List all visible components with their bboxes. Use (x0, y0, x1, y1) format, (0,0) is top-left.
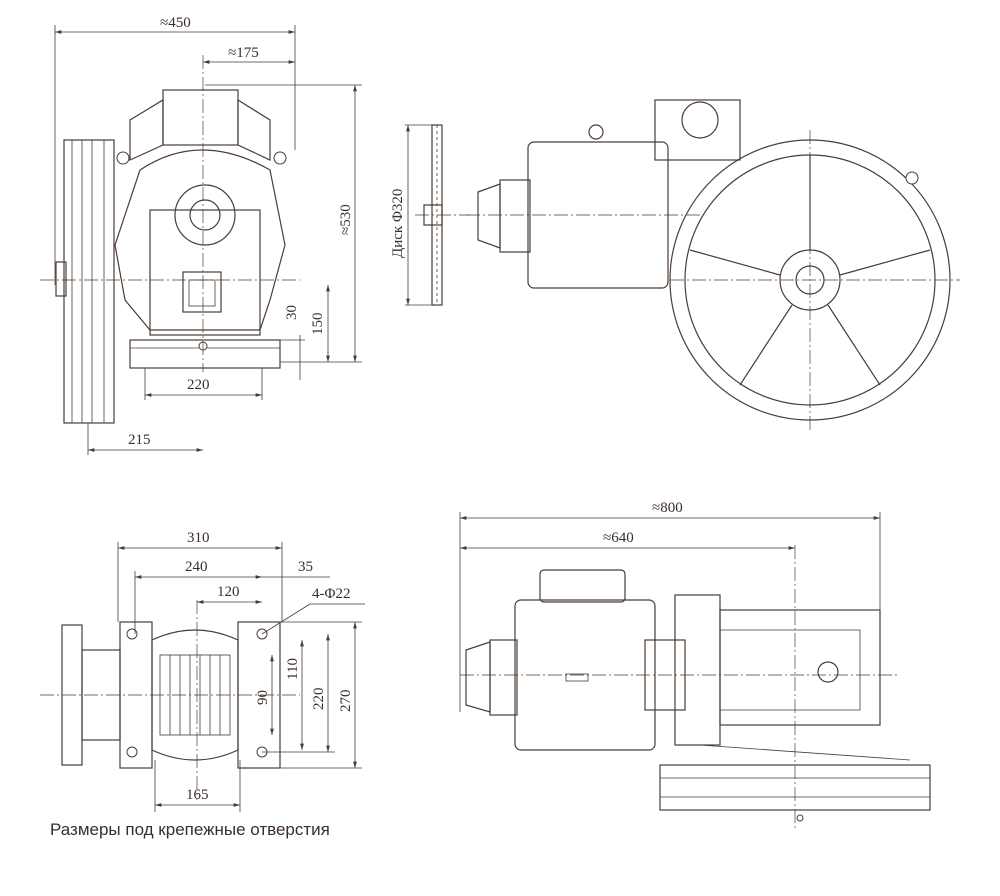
dim-plan-holes: 4-Φ22 (312, 586, 350, 602)
dim-disc-320: Диск Φ320 (390, 189, 406, 258)
dim-top-640: ≈640 (603, 530, 634, 546)
top-view: ≈800 ≈640 (459, 500, 931, 830)
dim-front-450: ≈450 (160, 15, 191, 31)
dim-plan-120: 120 (217, 584, 240, 600)
dim-front-220: 220 (187, 377, 210, 393)
dim-top-800: ≈800 (652, 500, 683, 516)
dim-front-530: ≈530 (338, 204, 354, 235)
dim-plan-270: 270 (338, 690, 354, 713)
caption: Размеры под крепежные отверстия (50, 820, 330, 839)
dim-plan-110: 110 (285, 658, 301, 680)
dim-plan-35: 35 (298, 559, 313, 575)
dim-plan-90: 90 (255, 690, 271, 705)
dim-front-30: 30 (284, 305, 300, 320)
dim-plan-220: 220 (311, 688, 327, 711)
front-view: ≈450 ≈175 ≈530 30 150 220 215 (40, 15, 362, 455)
dim-plan-240: 240 (185, 559, 208, 575)
plan-view: 310 240 120 35 4-Φ22 110 90 220 270 165 (40, 530, 365, 812)
dim-plan-165: 165 (186, 787, 209, 803)
dim-front-150: 150 (310, 313, 326, 336)
dim-plan-310: 310 (187, 530, 210, 546)
dim-front-175: ≈175 (228, 45, 259, 61)
disc-view: Диск Φ320 (390, 124, 470, 306)
dim-front-215: 215 (128, 432, 151, 448)
side-view (466, 99, 960, 430)
